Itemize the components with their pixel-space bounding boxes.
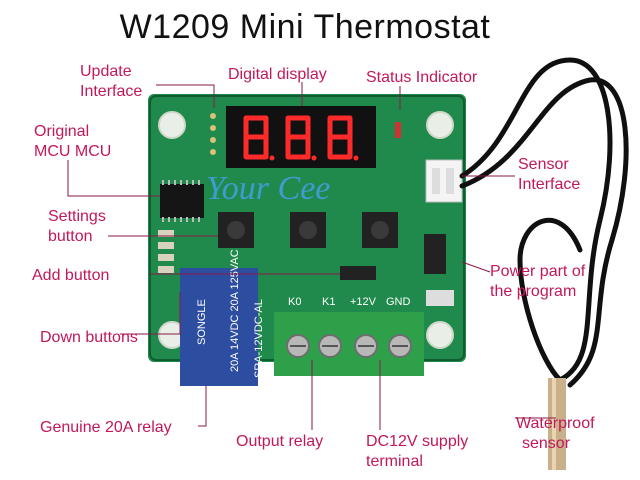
power-component — [424, 234, 446, 274]
label-digital-display: Digital display — [228, 66, 327, 83]
label-output-relay: Output relay — [236, 433, 324, 450]
label-add-button: Add button — [32, 267, 110, 284]
relay-model-label: SRA-12VDC-AL — [253, 299, 265, 378]
update-interface-pins — [210, 113, 216, 155]
svg-text:SONGLE: SONGLE — [196, 299, 208, 345]
terminal-screws — [286, 334, 412, 358]
terminal-k1-label: K1 — [322, 296, 335, 308]
display-digits — [243, 115, 359, 161]
sensor-connector — [425, 159, 463, 203]
terminal-k0-label: K0 — [288, 296, 301, 308]
page-title: W1209 Mini Thermostat — [119, 8, 491, 46]
label-down-buttons: Down buttons — [40, 329, 138, 346]
mounting-holes — [158, 111, 454, 349]
relay — [180, 268, 258, 386]
terminal-gnd-label: GND — [386, 296, 411, 308]
label-genuine-relay: Genuine 20A relay — [40, 419, 172, 436]
tact-buttons — [218, 212, 398, 248]
smd-components — [158, 122, 401, 273]
sensor-cable — [459, 57, 629, 388]
mcu-chip — [160, 184, 204, 218]
svg-text:20A 14VDC 20A 125VAC: 20A 14VDC 20A 125VAC — [229, 249, 241, 372]
watermark-text: Your Cee — [206, 170, 331, 207]
leader-lines — [67, 82, 556, 430]
terminal-12v-label: +12V — [350, 296, 377, 308]
label-status-indicator: Status Indicator — [366, 69, 478, 86]
